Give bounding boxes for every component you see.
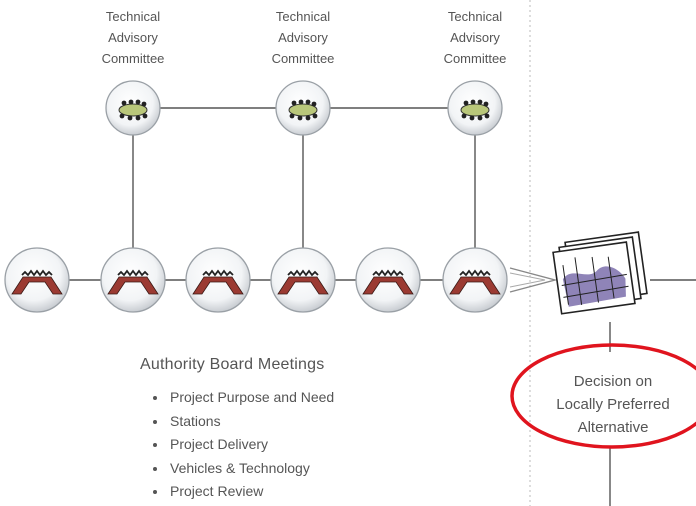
list-item: Project Purpose and Need xyxy=(168,386,334,410)
tac-label-line: Technical xyxy=(105,9,161,24)
list-item: Project Review xyxy=(168,480,334,504)
board-meeting-icon xyxy=(185,247,251,313)
board-meeting-icon xyxy=(270,247,336,313)
map-documents-icon xyxy=(552,231,648,315)
list-item: Stations xyxy=(168,410,334,434)
committee-meeting-icon xyxy=(275,80,331,136)
tac-label-line: Committee xyxy=(101,51,165,66)
arrow-icon xyxy=(509,267,558,293)
tac-label-line: Committee xyxy=(443,51,507,66)
board-meetings-title: Authority Board Meetings xyxy=(140,356,325,373)
board-meeting-icon xyxy=(442,247,508,313)
decision-label: Decision on Locally Preferred Alternativ… xyxy=(518,370,696,439)
list-item: Project Delivery xyxy=(168,433,334,457)
decision-line: Decision on xyxy=(573,373,653,390)
tac-label-line: Technical xyxy=(447,9,503,24)
committee-meeting-icon xyxy=(105,80,161,136)
decision-line: Alternative xyxy=(577,419,649,436)
board-topics-list: Project Purpose and Need Stations Projec… xyxy=(150,386,334,504)
tac-label-line: Advisory xyxy=(108,30,158,45)
board-meeting-icon xyxy=(355,247,421,313)
decision-highlight-circle xyxy=(510,343,696,449)
tac-label-line: Advisory xyxy=(278,30,328,45)
decision-line: Locally Preferred xyxy=(556,396,670,413)
tac-label-line: Advisory xyxy=(450,30,500,45)
list-item: Vehicles & Technology xyxy=(168,457,334,481)
tac-label-line: Committee xyxy=(271,51,335,66)
tac-label-line: Technical xyxy=(275,9,331,24)
committee-meeting-icon xyxy=(447,80,503,136)
board-meeting-icon xyxy=(4,247,70,313)
tac-label: Technical Advisory Committee xyxy=(420,6,530,69)
tac-label: Technical Advisory Committee xyxy=(248,6,358,69)
tac-label: Technical Advisory Committee xyxy=(78,6,188,69)
arrow-icon xyxy=(509,272,546,288)
board-meeting-icon xyxy=(100,247,166,313)
